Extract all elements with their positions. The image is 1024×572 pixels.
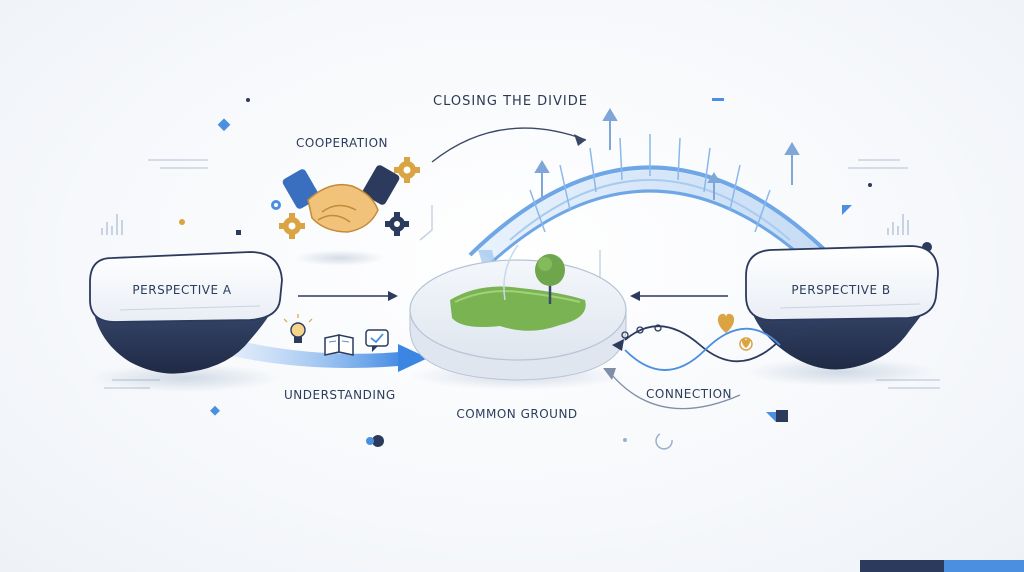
label-understanding: UNDERSTANDING [284, 388, 396, 402]
lightbulb-icon [283, 314, 313, 343]
node-label-common-ground: COMMON GROUND [456, 407, 578, 421]
gear-icon [279, 213, 305, 239]
bridge [468, 108, 832, 282]
common-ground-disc [409, 244, 627, 390]
accent-bar [860, 560, 1024, 572]
closing-arrow [431, 127, 587, 163]
platform-perspective-a [89, 251, 283, 392]
understanding-flow-arrow [205, 332, 428, 372]
diagram-title: CLOSING THE DIVIDE [433, 94, 588, 109]
node-label-perspective-b: PERSPECTIVE B [791, 283, 891, 297]
heart-icon [741, 339, 751, 348]
label-cooperation: COOPERATION [296, 136, 389, 150]
arrow-b-to-ground [630, 291, 728, 301]
label-connection: CONNECTION [646, 387, 733, 401]
gear-icon [385, 212, 409, 236]
node-label-perspective-a: PERSPECTIVE A [132, 283, 232, 297]
platform-perspective-b [745, 245, 939, 386]
handshake-icon [282, 165, 400, 266]
connection-waves [603, 324, 816, 410]
gear-icon [271, 200, 281, 210]
arrow-a-to-ground [298, 291, 398, 301]
tree-icon [535, 254, 565, 304]
checkmark-chat-icon [365, 329, 389, 352]
gear-icon [394, 157, 420, 183]
heart-icon [717, 313, 735, 333]
book-icon [324, 334, 354, 356]
